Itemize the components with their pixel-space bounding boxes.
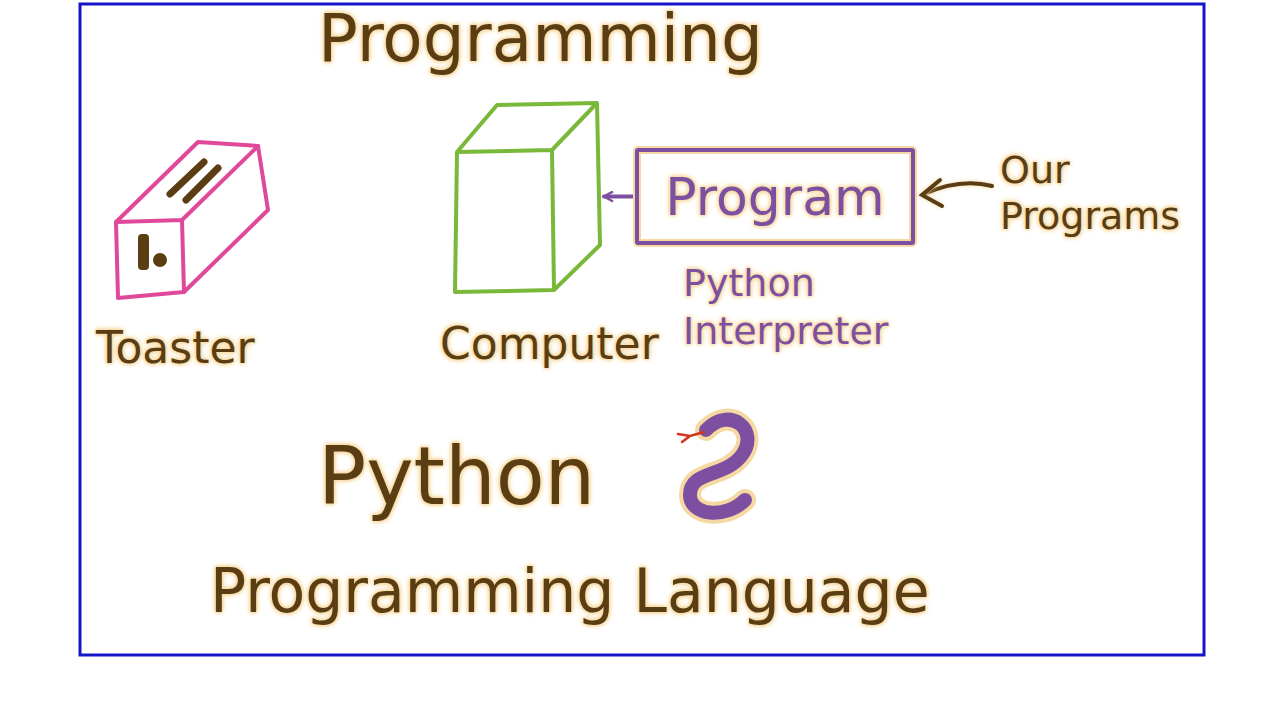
- free-label: Python: [318, 430, 595, 523]
- toaster-figure: Toaster: [108, 132, 270, 304]
- board-frame: [80, 4, 1204, 655]
- flow-arrow: [604, 195, 635, 199]
- free-label: Programming Language: [210, 556, 930, 626]
- our-programs-arrow: [922, 180, 992, 206]
- node-label: Computer: [440, 318, 659, 369]
- computer-box-outline: [452, 100, 604, 298]
- program-box: ProgramPython Interpreter: [635, 148, 915, 245]
- toaster-figure-outline: [108, 132, 270, 304]
- node-label: Program: [665, 167, 884, 227]
- python-snake: [678, 420, 747, 513]
- node-label: Toaster: [96, 322, 255, 373]
- title-text: Programming: [318, 0, 763, 77]
- free-label: Our Programs: [1000, 148, 1200, 239]
- computer-box: Computer: [452, 100, 604, 298]
- node-sublabel: Python Interpreter: [683, 260, 953, 355]
